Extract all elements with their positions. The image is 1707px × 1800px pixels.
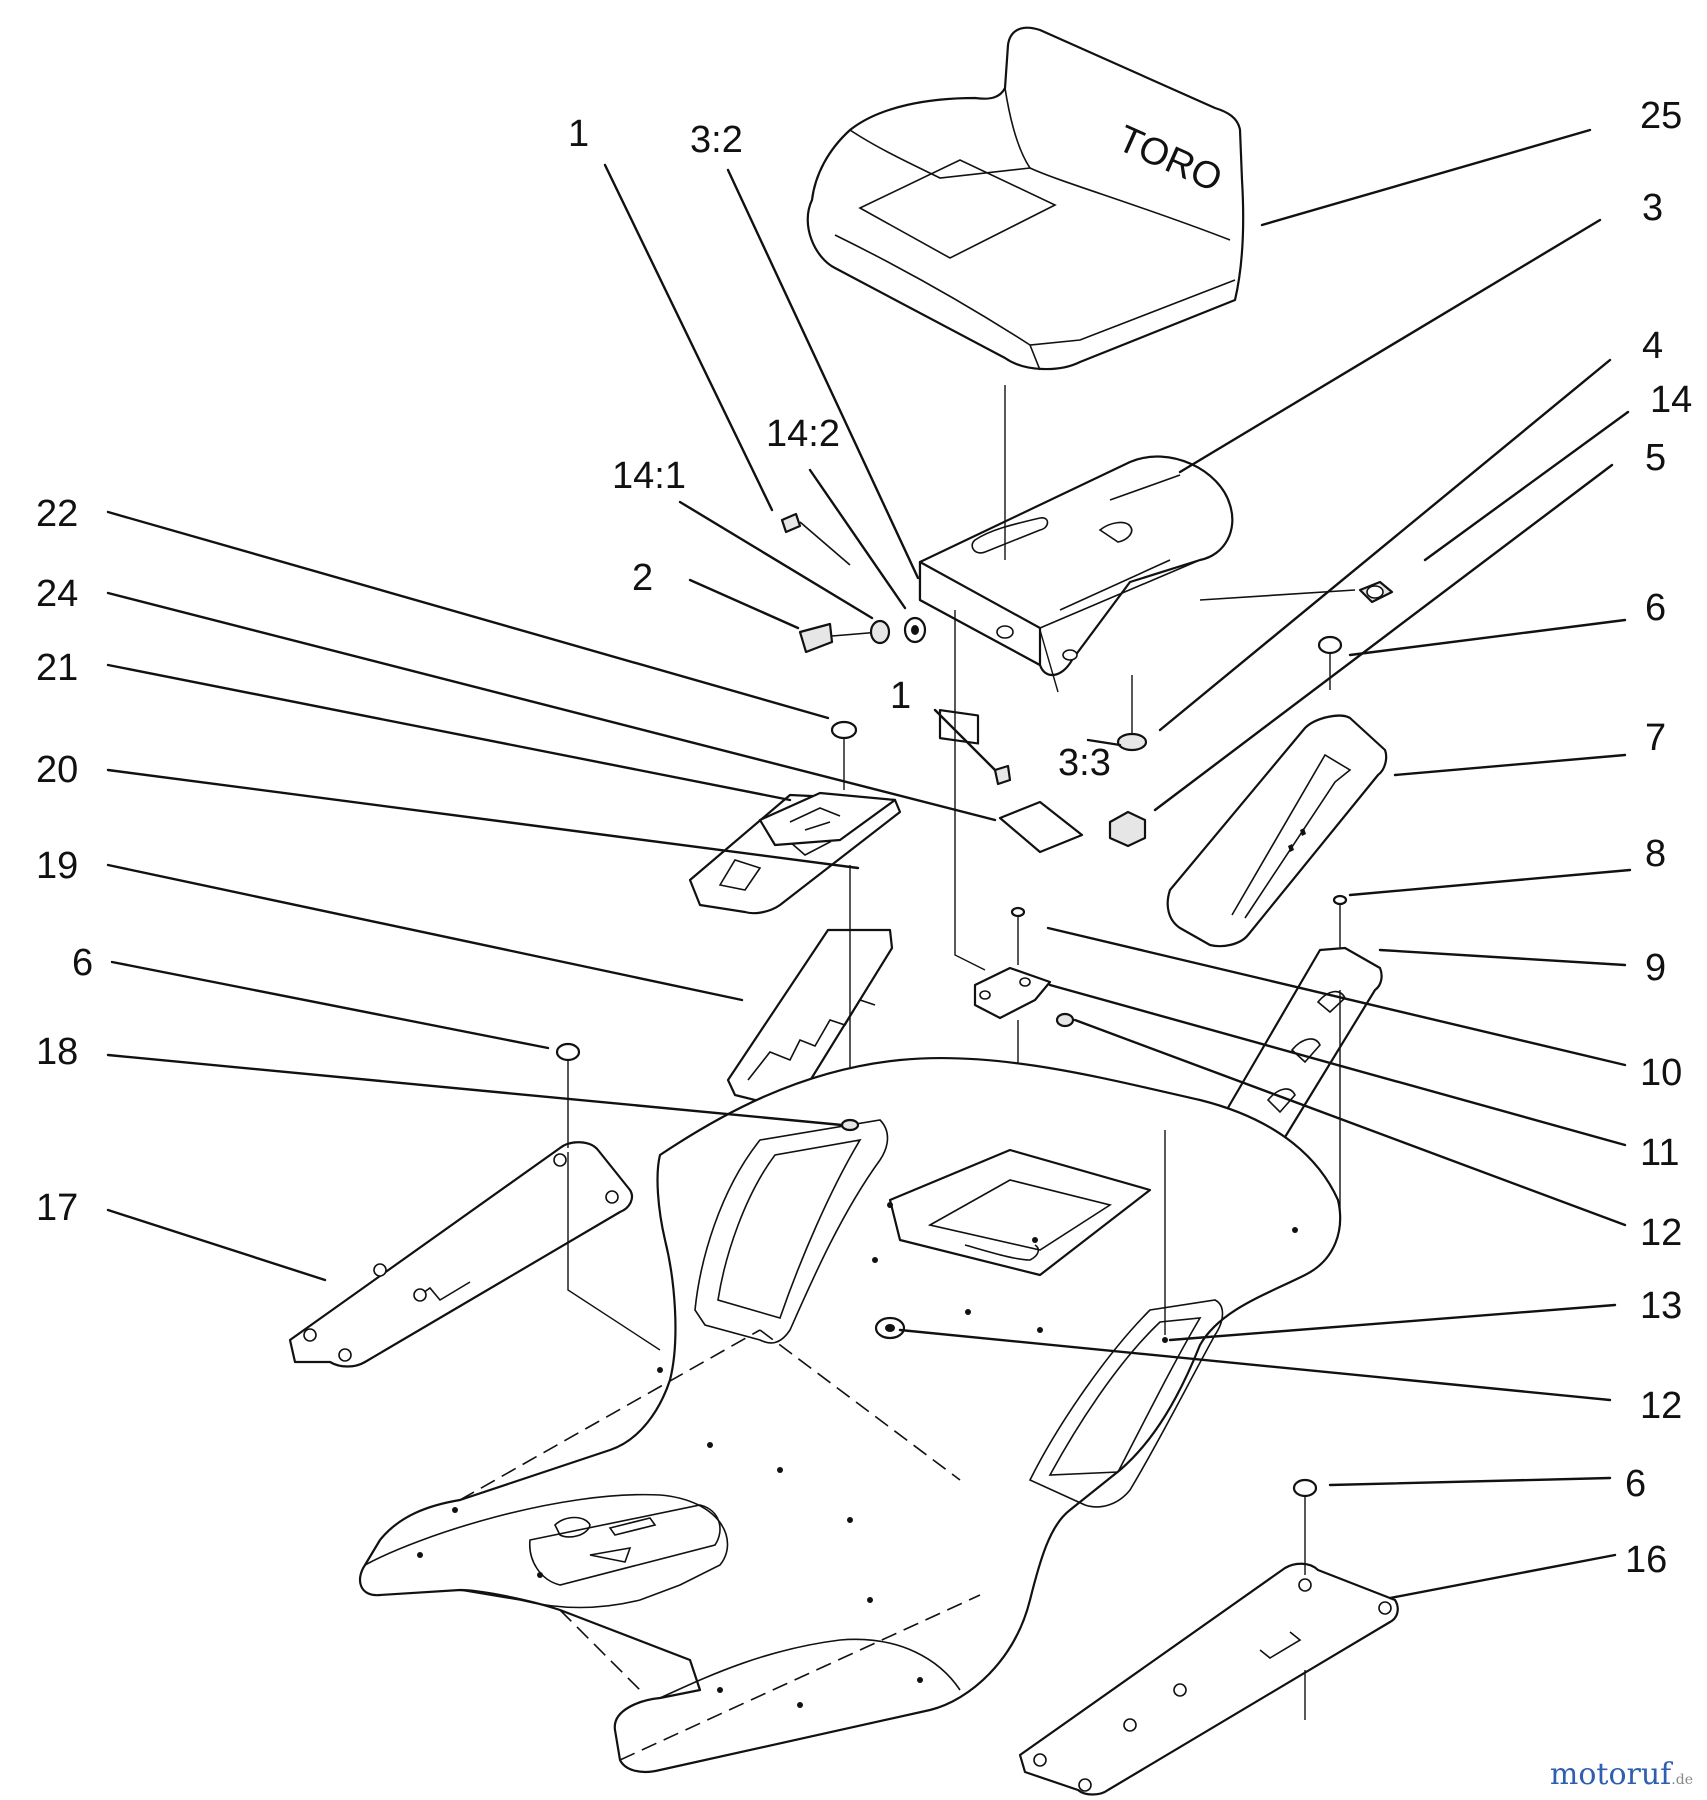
washer-part-14-1 bbox=[869, 619, 891, 645]
callout-1-upper: 1 bbox=[568, 113, 589, 155]
callout-10: 10 bbox=[1640, 1052, 1682, 1094]
fender-deck-body bbox=[358, 1056, 1342, 1774]
callout-21: 21 bbox=[36, 647, 78, 689]
knob-part-14 bbox=[1199, 580, 1394, 604]
decal-part-6-bottom bbox=[1292, 1478, 1318, 1575]
callout-13: 13 bbox=[1640, 1285, 1682, 1327]
decal-part-24 bbox=[998, 800, 1084, 854]
bolt-part-10 bbox=[1010, 906, 1026, 965]
callout-25: 25 bbox=[1640, 95, 1682, 137]
callout-12-upper: 12 bbox=[1640, 1212, 1682, 1254]
callout-3-2: 3:2 bbox=[690, 119, 743, 161]
callout-1-lower: 1 bbox=[890, 675, 911, 717]
grommet-part-18 bbox=[840, 1118, 860, 1132]
cover-panel-part-17 bbox=[288, 1141, 661, 1368]
callout-17: 17 bbox=[36, 1187, 78, 1229]
fastener-part-8 bbox=[1332, 894, 1348, 952]
seat-part-25: TORO bbox=[806, 26, 1245, 371]
grommet-part-12-lower bbox=[874, 1316, 906, 1340]
seat-pan-part-3 bbox=[918, 455, 1234, 745]
decal-part-6-top bbox=[1317, 635, 1343, 690]
callout-11: 11 bbox=[1640, 1132, 1679, 1174]
watermark-brand: motoruf bbox=[1549, 1757, 1672, 1792]
callout-5: 5 bbox=[1645, 437, 1666, 479]
callout-4: 4 bbox=[1642, 325, 1663, 367]
callout-3-3: 3:3 bbox=[1058, 742, 1111, 784]
callout-18: 18 bbox=[36, 1031, 78, 1073]
knob-part-2 bbox=[798, 622, 881, 654]
mount-part-13 bbox=[1162, 1130, 1168, 1343]
watermark-suffix: .de bbox=[1671, 1772, 1693, 1788]
washer-part-4 bbox=[1116, 732, 1148, 752]
callout-20: 20 bbox=[36, 749, 78, 791]
callout-7: 7 bbox=[1645, 717, 1666, 759]
callout-6-bottom: 6 bbox=[1625, 1463, 1646, 1505]
bolt-part-1-upper bbox=[780, 512, 851, 566]
callout-9: 9 bbox=[1645, 947, 1666, 989]
console-panel-part-7 bbox=[1166, 714, 1388, 948]
callout-12-lower: 12 bbox=[1640, 1385, 1682, 1427]
washer-part-14-2 bbox=[903, 616, 927, 644]
decal-part-6-left bbox=[555, 1042, 581, 1148]
site-watermark: motoruf.de bbox=[1550, 1757, 1693, 1792]
callout-labels: 1 3:2 25 3 4 14 5 14:2 14:1 22 2 24 21 1… bbox=[36, 95, 1692, 1581]
callout-19: 19 bbox=[36, 845, 78, 887]
bracket-part-11 bbox=[973, 966, 1052, 1020]
callout-6-left: 6 bbox=[72, 942, 93, 984]
fastener-part-5 bbox=[1108, 810, 1147, 848]
cover-panel-part-16 bbox=[1018, 1562, 1399, 1796]
callout-14-1: 14:1 bbox=[612, 455, 686, 497]
callout-3: 3 bbox=[1642, 187, 1663, 229]
callout-24: 24 bbox=[36, 573, 78, 615]
leader-lines bbox=[106, 128, 1632, 1600]
callout-2: 2 bbox=[632, 557, 653, 599]
callout-16: 16 bbox=[1625, 1539, 1667, 1581]
callout-14: 14 bbox=[1650, 379, 1692, 421]
shift-plate-part-20 bbox=[758, 791, 897, 847]
bolt-part-1-lower bbox=[993, 764, 1012, 786]
callout-6-upper: 6 bbox=[1645, 587, 1666, 629]
callout-22: 22 bbox=[36, 493, 78, 535]
callout-8: 8 bbox=[1645, 833, 1666, 875]
callout-14-2: 14:2 bbox=[766, 413, 840, 455]
